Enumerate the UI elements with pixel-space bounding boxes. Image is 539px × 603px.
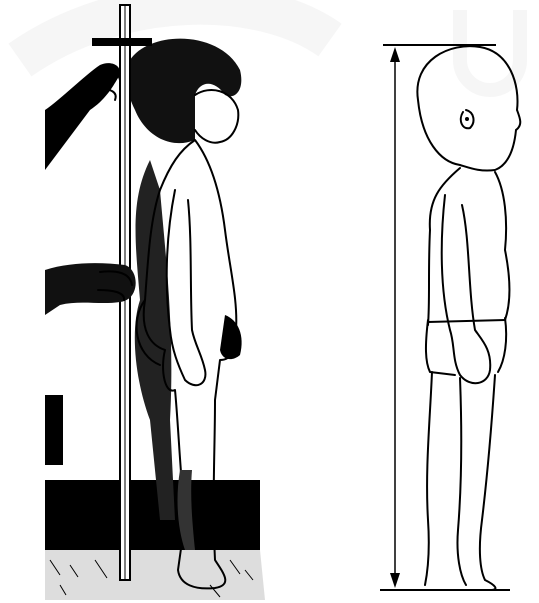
child-briefs [220, 315, 242, 359]
figure-arm [442, 195, 491, 383]
height-arrow-icon [390, 47, 400, 588]
headboard [92, 38, 152, 46]
child-hair [127, 39, 242, 144]
figure-head [417, 46, 520, 170]
figure-leg-front [430, 375, 495, 590]
adult-hand-top [45, 63, 120, 170]
wall-dark [45, 395, 63, 465]
figure-briefs [426, 318, 506, 375]
child-arm [167, 190, 206, 385]
floor-texture [45, 550, 265, 600]
figure-leg-inner [457, 378, 466, 585]
drawing-panel [380, 45, 520, 590]
child-face [195, 90, 238, 143]
figure-torso [428, 168, 510, 325]
photo-panel [45, 5, 265, 600]
floor-block [45, 480, 260, 550]
figure-leg-back [425, 372, 432, 585]
